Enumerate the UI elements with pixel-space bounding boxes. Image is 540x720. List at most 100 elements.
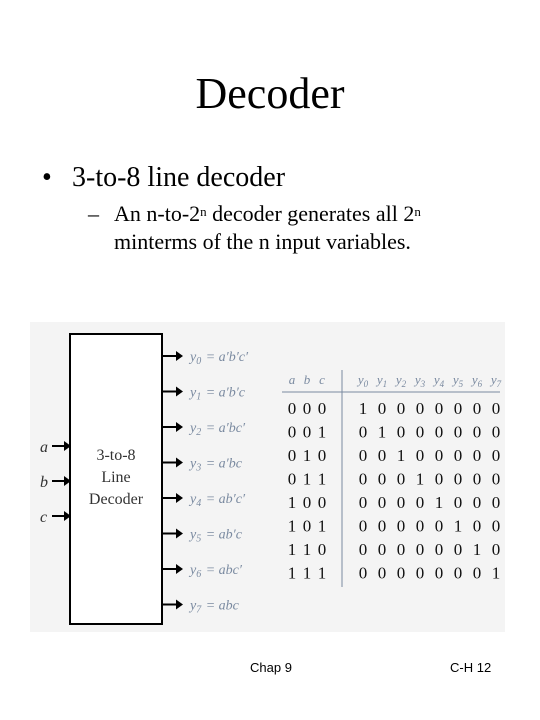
table-cell-output: 0 — [397, 540, 406, 559]
output-expression-y0: y0 = a′b′c′ — [188, 350, 249, 367]
table-cell-output: 0 — [435, 446, 444, 465]
table-cell-output: 1 — [473, 540, 482, 559]
table-header-output: y4 — [432, 372, 445, 389]
output-symbol: y — [188, 563, 197, 578]
table-cell-input: 1 — [303, 564, 312, 583]
table-cell-output: 0 — [454, 399, 463, 418]
output-subscript: 3 — [195, 463, 201, 474]
table-cell-input: 1 — [303, 470, 312, 489]
input-label-c: c — [40, 509, 47, 526]
table-cell-output: 0 — [378, 470, 387, 489]
output-expr: = a′b′c — [202, 386, 246, 401]
output-arrowhead — [176, 386, 183, 397]
table-cell-input: 0 — [303, 423, 312, 442]
decoder-block — [69, 333, 163, 625]
output-arrowhead — [176, 564, 183, 574]
output-arrowhead — [176, 457, 183, 468]
table-cell-input: 0 — [303, 517, 312, 536]
output-expr: = ab′c′ — [202, 492, 246, 507]
table-cell-output: 1 — [378, 423, 387, 442]
input-arrowhead — [64, 511, 71, 521]
sub-superscript-1: n — [200, 204, 207, 219]
table-cell-input: 1 — [288, 517, 297, 536]
table-header-input: c — [319, 372, 325, 387]
table-header-output: y3 — [413, 372, 426, 389]
table-cell-output: 0 — [359, 470, 368, 489]
table-cell-input: 0 — [318, 446, 327, 465]
table-cell-input: 1 — [303, 446, 312, 465]
table-cell-input: 0 — [318, 540, 327, 559]
sub-text-part1: An n-to-2 — [114, 201, 201, 226]
table-cell-input: 1 — [318, 470, 327, 489]
table-cell-output: 0 — [359, 493, 368, 512]
output-subscript: 7 — [196, 605, 202, 616]
table-cell-output: 0 — [397, 493, 406, 512]
output-expr: = a′bc′ — [202, 421, 246, 436]
table-cell-output: 0 — [473, 564, 482, 583]
table-cell-output: 0 — [473, 423, 482, 442]
output-arrows: y0 = a′b′c′ y1 = a′b′c y 2 = a′bc′ y 3 = a′bc… — [162, 350, 249, 616]
sub-bullet: – An n-to-2n decoder generates all 2n mi… — [88, 200, 518, 256]
input-arrowhead — [64, 441, 71, 451]
output-subscript: 4 — [196, 498, 201, 509]
table-cell-output: 0 — [416, 517, 425, 536]
table-cell-output: 0 — [378, 493, 387, 512]
block-label-line: Line — [101, 469, 130, 486]
output-expression-y5: y5 = ab′c — [188, 528, 243, 545]
output-arrowhead — [176, 493, 183, 503]
table-cell-output: 0 — [359, 446, 368, 465]
table-cell-output: 0 — [416, 564, 425, 583]
output-expr: = a′bc — [202, 457, 243, 472]
table-cell-output: 1 — [435, 493, 444, 512]
table-cell-output: 0 — [397, 470, 406, 489]
table-cell-output: 0 — [492, 493, 501, 512]
table-cell-output: 1 — [416, 470, 425, 489]
table-cell-output: 0 — [378, 399, 387, 418]
output-subscript: 0 — [196, 356, 201, 367]
table-cell-input: 0 — [318, 399, 327, 418]
table-cell-output: 0 — [378, 540, 387, 559]
table-cell-output: 0 — [435, 423, 444, 442]
table-cell-output: 0 — [359, 423, 368, 442]
table-cell-output: 0 — [435, 540, 444, 559]
block-label-line: 3-to-8 — [96, 447, 135, 464]
table-cell-output: 0 — [473, 399, 482, 418]
output-subscript: 5 — [196, 534, 201, 545]
table-cell-output: 0 — [435, 399, 444, 418]
table-cell-output: 0 — [473, 517, 482, 536]
table-cell-input: 0 — [288, 423, 297, 442]
bullet-text: 3-to-8 line decoder — [72, 162, 286, 193]
table-cell-input: 1 — [288, 493, 297, 512]
table-header-output: y1 — [375, 372, 387, 389]
table-cell-output: 0 — [416, 540, 425, 559]
table-cell-output: 0 — [454, 446, 463, 465]
output-arrowhead — [176, 599, 183, 610]
output-subscript: 2 — [196, 427, 201, 438]
table-cell-output: 0 — [435, 517, 444, 536]
output-expression-y1: y1 = a′b′c — [188, 386, 246, 403]
table-cell-input: 1 — [303, 540, 312, 559]
table-cell-output: 0 — [492, 446, 501, 465]
footer-page-number: C-H 12 — [450, 660, 492, 675]
table-cell-output: 0 — [473, 470, 482, 489]
table-cell-output: 0 — [435, 564, 444, 583]
table-header-output: y2 — [394, 372, 407, 389]
output-subscript: 1 — [196, 392, 201, 403]
input-label-a: a — [40, 439, 48, 456]
output-expression-y6: y6 = abc′ — [188, 563, 243, 580]
table-cell-output: 0 — [416, 493, 425, 512]
table-cell-output: 0 — [378, 446, 387, 465]
output-arrowhead — [176, 528, 183, 539]
output-symbol: y — [188, 492, 197, 507]
table-header-input: a — [289, 372, 296, 387]
footer-chapter: Chap 9 — [250, 660, 292, 675]
table-header-input: b — [304, 372, 311, 387]
table-cell-output: 0 — [397, 399, 406, 418]
table-cell-output: 0 — [416, 446, 425, 465]
output-arrowhead — [176, 422, 183, 432]
table-cell-output: 0 — [378, 564, 387, 583]
